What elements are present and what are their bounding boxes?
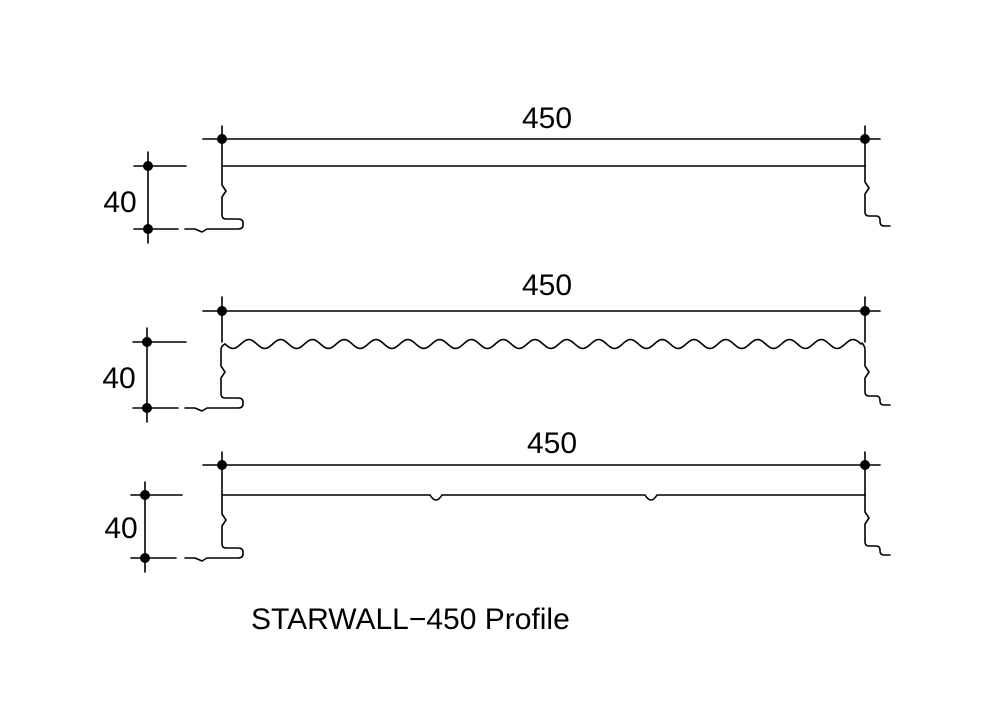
profile-2: 450 40 (102, 269, 891, 423)
profile-1-sheet (184, 165, 891, 233)
profile-1: 450 40 (103, 102, 891, 244)
profile-3: 450 40 (104, 427, 891, 573)
profile-1-height-dimension: 40 (103, 151, 187, 244)
profile-2-corrugation (224, 338, 862, 350)
profile-3-width-dimension: 450 (202, 427, 881, 496)
profile-1-height-label: 40 (103, 186, 136, 219)
profile-3-height-dimension: 40 (104, 481, 183, 573)
profile-2-height-dimension: 40 (102, 327, 187, 423)
profile-3-sheet (184, 494, 891, 562)
profile-1-width-dimension: 450 (202, 102, 881, 167)
profile-2-sheet (184, 338, 891, 412)
profile-1-width-label: 450 (522, 102, 572, 135)
profile-3-width-label: 450 (527, 427, 577, 460)
profile-2-width-label: 450 (522, 269, 572, 302)
drawing-caption: STARWALL−450 Profile (251, 603, 570, 636)
profile-2-height-label: 40 (102, 362, 135, 395)
profile-3-height-label: 40 (104, 512, 137, 545)
profile-2-width-dimension: 450 (202, 269, 881, 343)
